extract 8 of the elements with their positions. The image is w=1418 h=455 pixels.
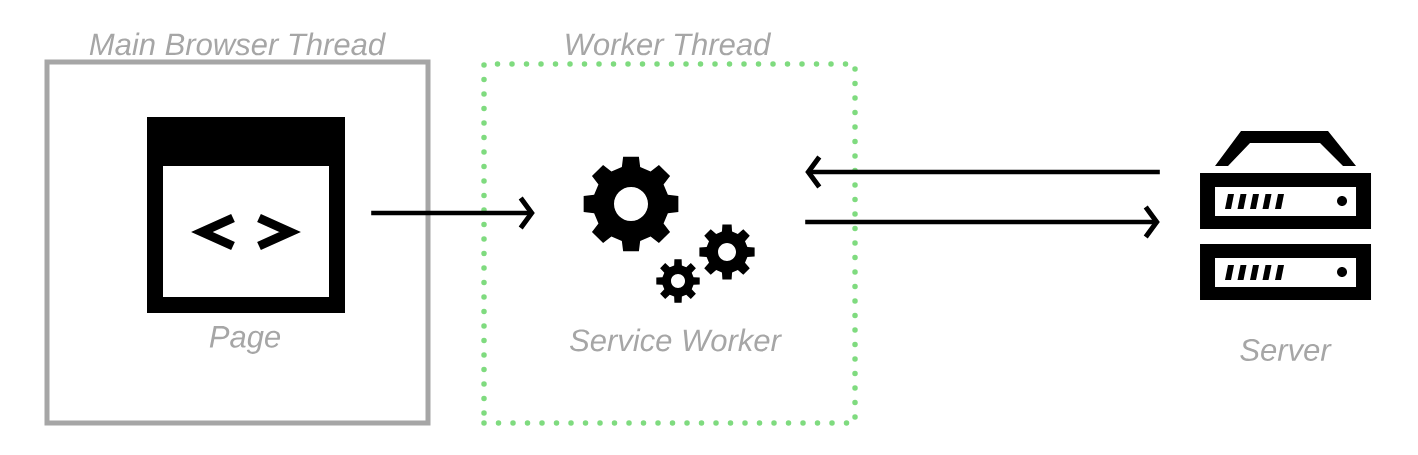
arrow — [805, 205, 1160, 239]
node-label: Service Worker — [569, 328, 782, 352]
node-label: Page — [209, 326, 281, 354]
arrow — [805, 155, 1160, 189]
node-label: Server — [1240, 339, 1332, 361]
node-label: Main Browser Thread — [89, 32, 386, 56]
node-label: Worker Thread — [566, 32, 772, 56]
arrow — [371, 196, 535, 230]
